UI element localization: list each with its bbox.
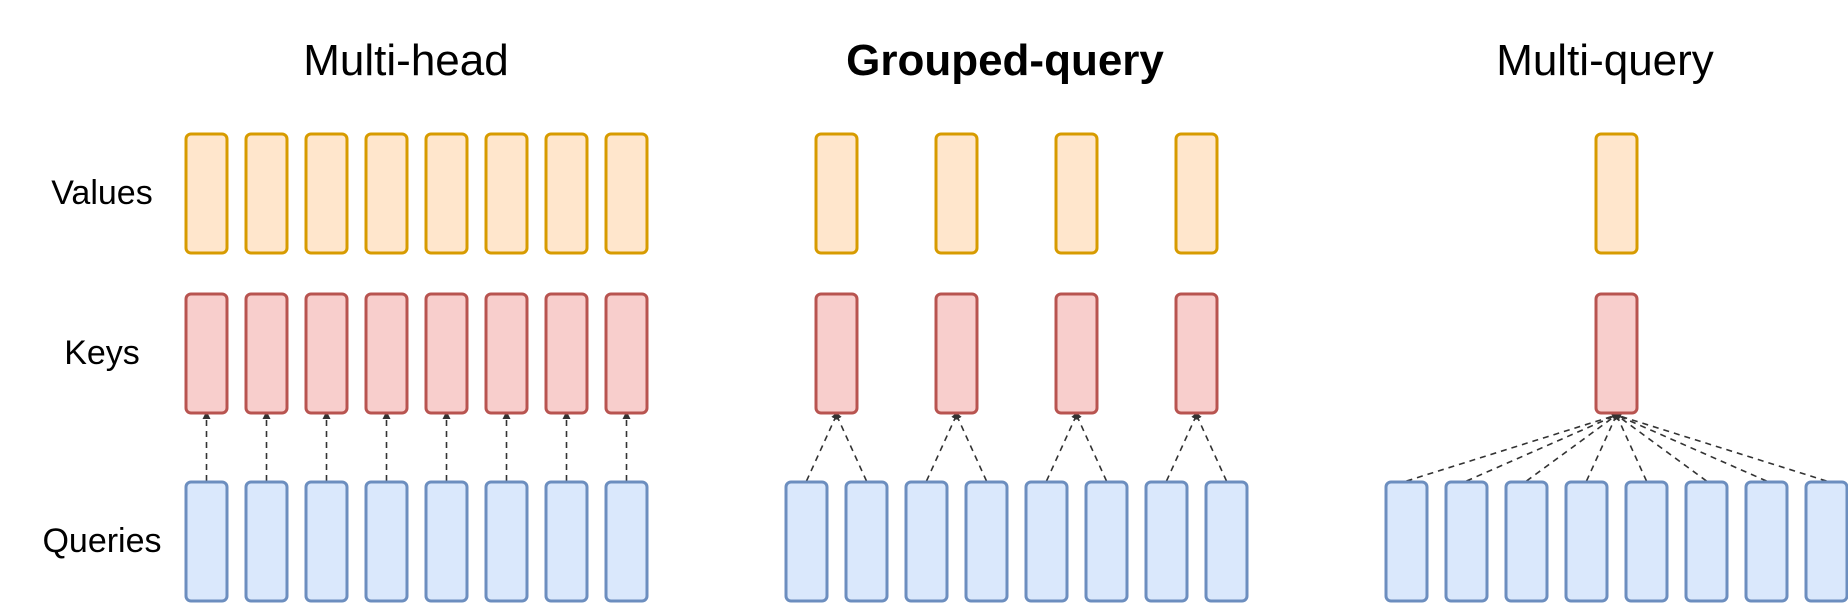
- query-head-box: [1024, 480, 1069, 603]
- query-head-box: [604, 480, 649, 603]
- key-head-box: [304, 292, 349, 415]
- key-head-box: [364, 292, 409, 415]
- query-head-box: [964, 480, 1009, 603]
- query-to-key-connector: [954, 411, 988, 482]
- panel-title-grouped-query: Grouped-query: [846, 36, 1164, 85]
- query-to-key-connector: [834, 411, 868, 482]
- query-to-key-connector: [1165, 411, 1199, 482]
- query-head-box: [1744, 480, 1789, 603]
- query-head-box: [904, 480, 949, 603]
- query-head-box: [244, 480, 289, 603]
- query-head-box: [1084, 480, 1129, 603]
- query-to-key-connector: [1406, 412, 1621, 482]
- query-head-box: [304, 480, 349, 603]
- row-label-values: Values: [51, 174, 152, 212]
- value-head-box: [604, 132, 649, 255]
- value-head-box: [1054, 132, 1099, 255]
- key-head-box: [424, 292, 469, 415]
- key-head-box: [544, 292, 589, 415]
- value-head-box: [364, 132, 409, 255]
- query-head-box: [364, 480, 409, 603]
- row-label-queries: Queries: [42, 522, 161, 560]
- key-head-box: [604, 292, 649, 415]
- head-boxes: [184, 132, 1848, 603]
- query-to-key-connector: [1612, 412, 1827, 482]
- query-to-key-connector: [1613, 412, 1707, 482]
- query-head-box: [844, 480, 889, 603]
- key-head-box: [184, 292, 229, 415]
- query-to-key-connector: [1074, 411, 1108, 482]
- query-head-box: [1444, 480, 1489, 603]
- key-head-box: [1174, 292, 1219, 415]
- panel-title-multi-query: Multi-query: [1496, 36, 1714, 85]
- value-head-box: [484, 132, 529, 255]
- value-head-box: [184, 132, 229, 255]
- key-head-box: [484, 292, 529, 415]
- query-head-box: [1624, 480, 1669, 603]
- query-to-key-connector: [1194, 411, 1228, 482]
- query-head-box: [424, 480, 469, 603]
- query-to-key-connector: [1045, 411, 1079, 482]
- query-head-box: [484, 480, 529, 603]
- query-to-key-connector: [805, 411, 839, 482]
- query-to-key-connector: [1526, 412, 1620, 482]
- key-head-box: [244, 292, 289, 415]
- query-head-box: [1504, 480, 1549, 603]
- value-head-box: [244, 132, 289, 255]
- value-head-box: [1174, 132, 1219, 255]
- key-head-box: [814, 292, 859, 415]
- key-head-box: [1594, 292, 1639, 415]
- panel-title-multi-head: Multi-head: [303, 36, 508, 85]
- query-to-key-connector: [1466, 412, 1621, 482]
- key-head-box: [1054, 292, 1099, 415]
- key-head-box: [934, 292, 979, 415]
- query-to-key-connector: [925, 411, 959, 482]
- query-head-box: [1564, 480, 1609, 603]
- value-head-box: [814, 132, 859, 255]
- query-to-key-connector: [1585, 411, 1619, 482]
- query-head-box: [784, 480, 829, 603]
- value-head-box: [1594, 132, 1639, 255]
- query-head-box: [1204, 480, 1249, 603]
- query-head-box: [1804, 480, 1848, 603]
- query-to-key-connector: [1612, 412, 1767, 482]
- query-to-key-connector: [1614, 411, 1648, 482]
- query-head-box: [544, 480, 589, 603]
- query-head-box: [1384, 480, 1429, 603]
- value-head-box: [304, 132, 349, 255]
- row-label-keys: Keys: [64, 334, 140, 372]
- query-head-box: [184, 480, 229, 603]
- value-head-box: [544, 132, 589, 255]
- value-head-box: [934, 132, 979, 255]
- query-head-box: [1684, 480, 1729, 603]
- value-head-box: [424, 132, 469, 255]
- connectors: [202, 411, 1827, 482]
- query-head-box: [1144, 480, 1189, 603]
